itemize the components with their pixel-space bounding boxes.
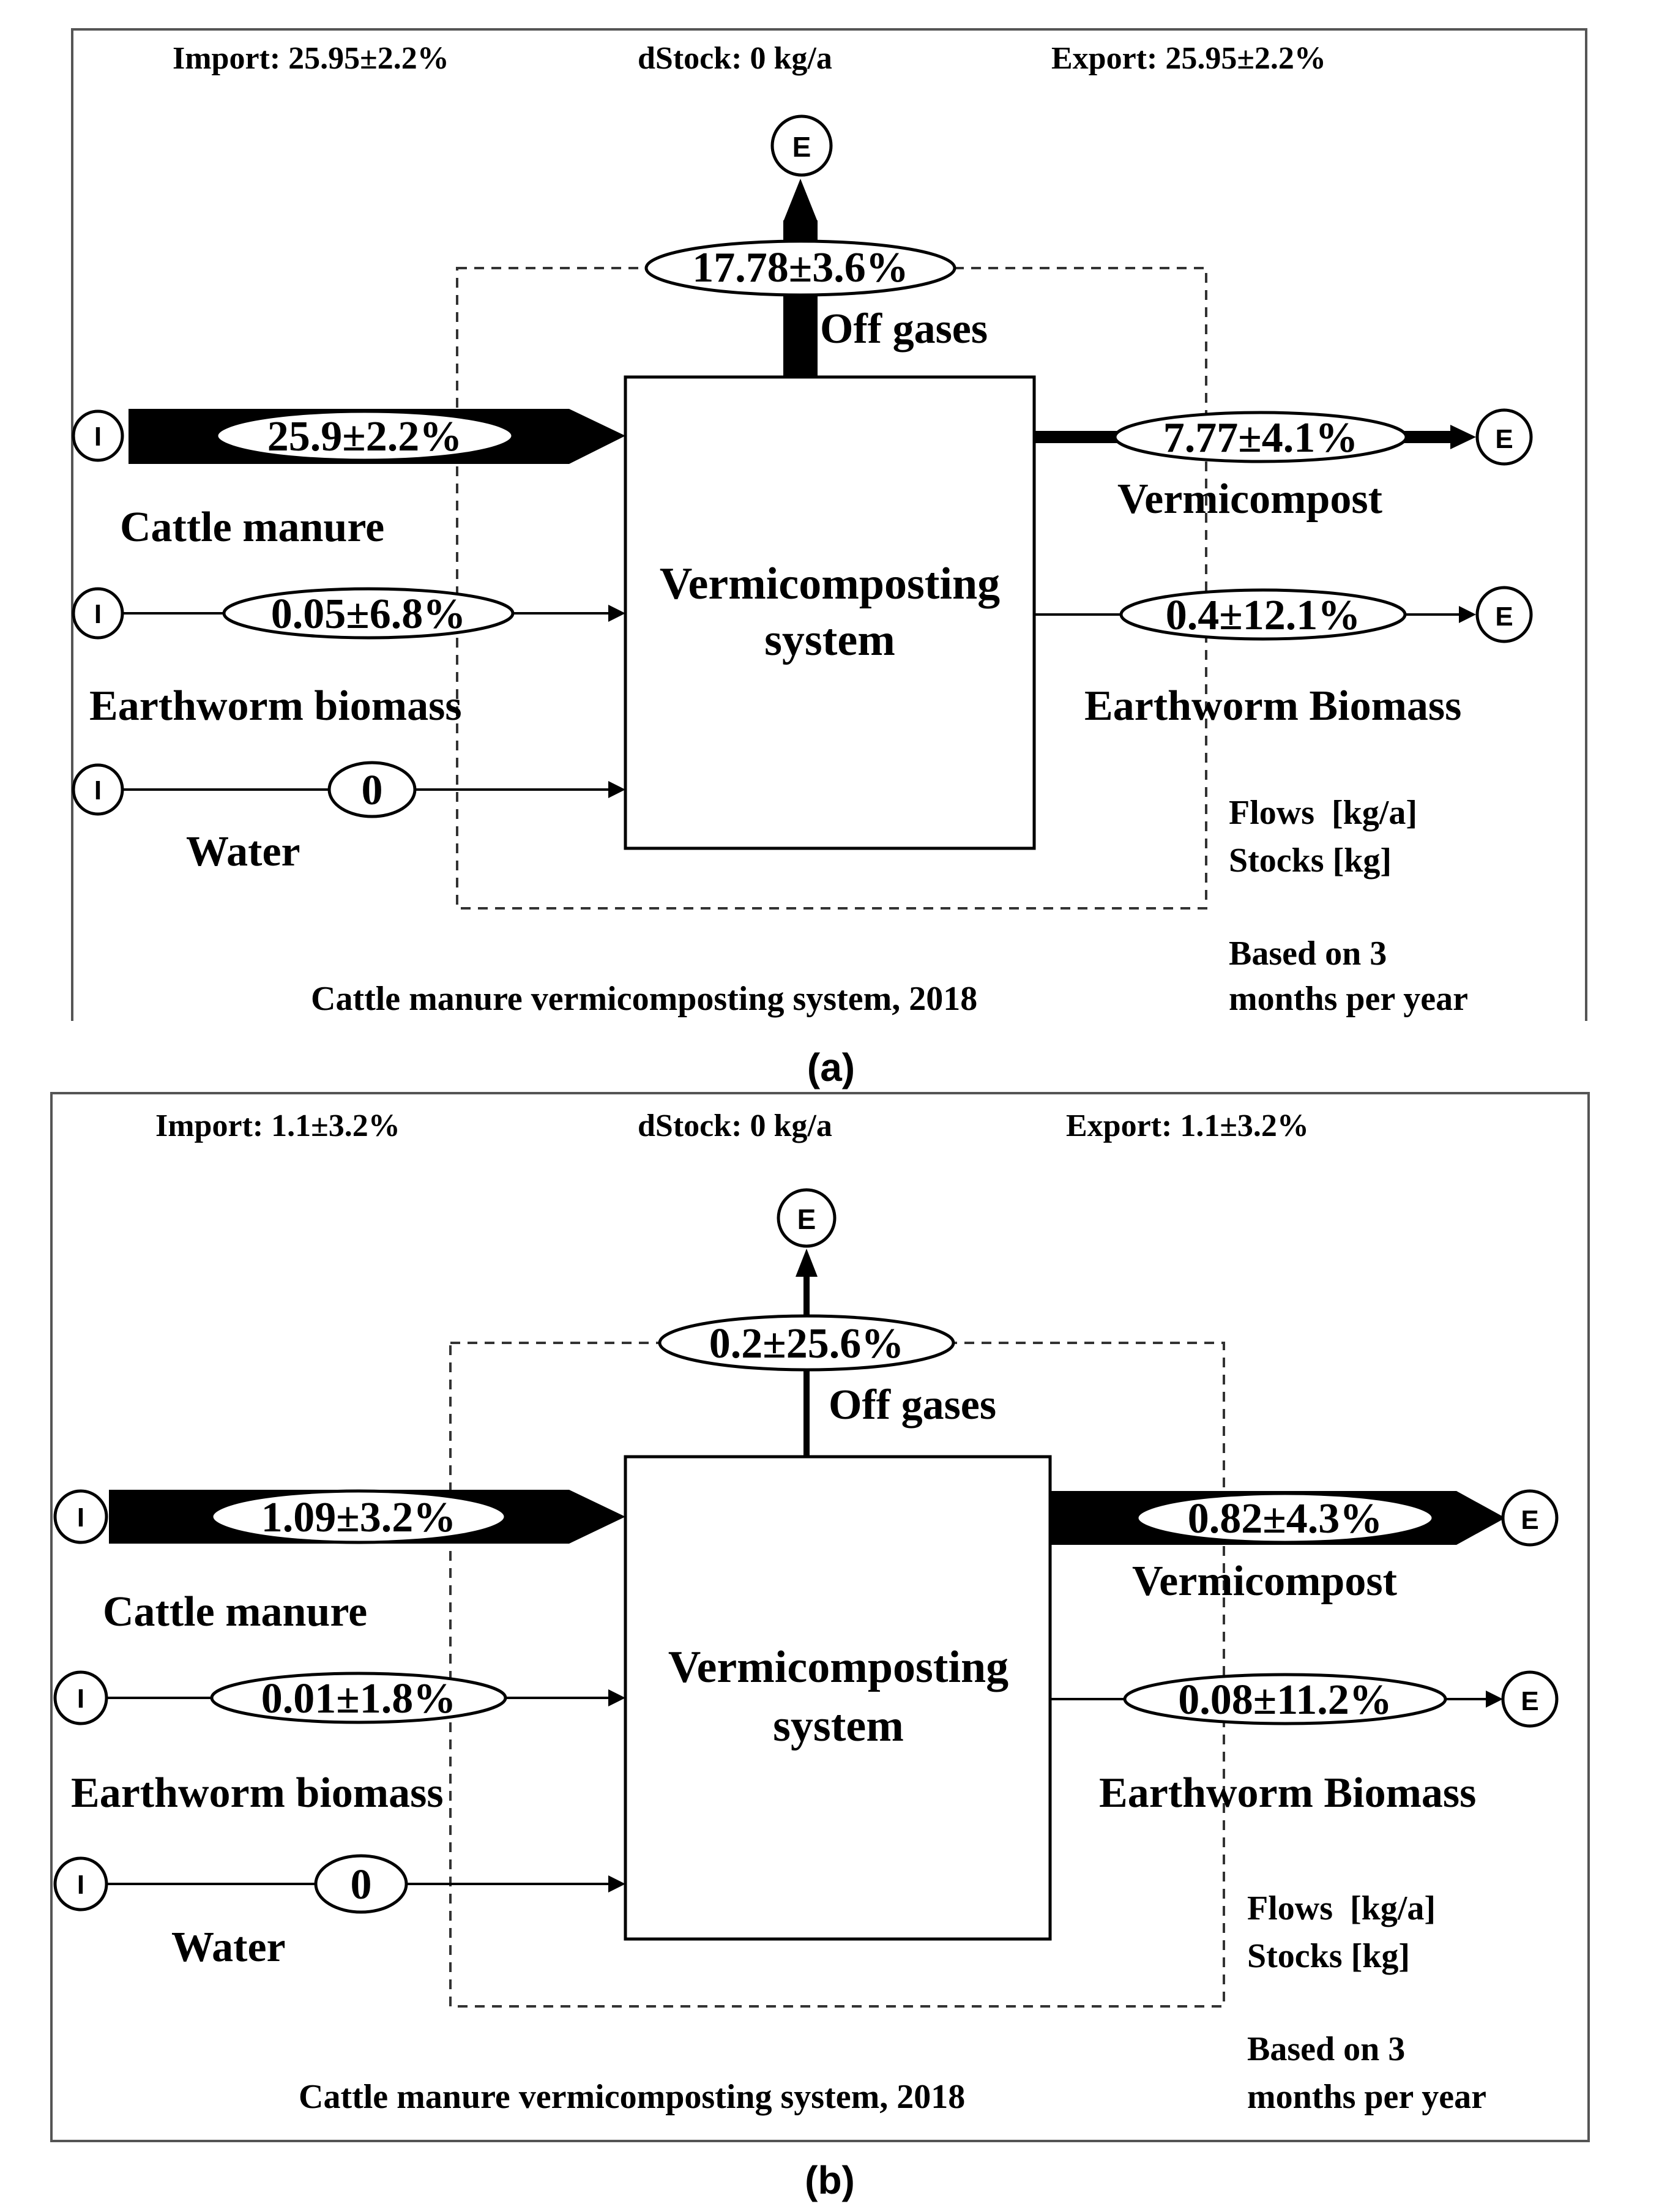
earthworm-input-value: 0.05±6.8% (271, 591, 466, 638)
panel-a: Import: 25.95±2.2% dStock: 0 kg/a Export… (71, 28, 1587, 1089)
export-marker (1501, 1670, 1559, 1728)
panel-caption: (b) (805, 2158, 855, 2202)
earthworm-input-arrowhead (608, 605, 625, 622)
off-gases-value-ellipse (658, 1314, 955, 1372)
off-gases-label: Off gases (820, 305, 988, 353)
system-boundary (456, 267, 1207, 910)
earthworm-input-value: 0.01±1.8% (261, 1675, 456, 1722)
export-marker (1501, 1489, 1559, 1547)
water-input-value-ellipse (327, 761, 417, 818)
process-label: Vermicomposting (660, 559, 1000, 609)
export-marker-label: E (797, 1203, 816, 1235)
export-marker-label: E (792, 131, 811, 163)
process-label-2: system (773, 1701, 904, 1751)
process-label: Vermicomposting (668, 1642, 1008, 1692)
units-flows: Flows [kg/a] (1229, 794, 1417, 832)
process-box (624, 375, 1036, 850)
process-box (624, 1455, 1052, 1941)
off-gases-label: Off gases (829, 1381, 996, 1429)
water-input-label: Water (171, 1924, 286, 1971)
vermicompost-value: 0.82±4.3% (1188, 1495, 1382, 1542)
water-input-arrowhead (608, 1875, 625, 1893)
cattle-manure-value-ellipse (215, 409, 515, 462)
dstock-total: dStock: 0 kg/a (638, 41, 832, 76)
export-total: Export: 1.1±3.2% (1066, 1108, 1309, 1143)
dstock-total: dStock: 0 kg/a (638, 1108, 832, 1143)
import-total: Import: 25.95±2.2% (173, 41, 449, 76)
earthworm-output-arrowhead (1459, 606, 1476, 623)
period-note: Based on 3 (1247, 2030, 1405, 2068)
period-note: Based on 3 (1229, 935, 1387, 973)
earthworm-output-value-ellipse (1123, 1673, 1447, 1725)
import-marker-label: I (94, 775, 102, 805)
earthworm-output-arrowhead (1486, 1691, 1503, 1708)
panel-b: Import: 1.1±3.2% dStock: 0 kg/a Export: … (50, 1092, 1590, 2202)
earthworm-output-value-ellipse (1119, 588, 1407, 641)
export-marker (1475, 586, 1533, 643)
off-gases-arrowhead (796, 1249, 818, 1277)
export-marker-label: E (1521, 1686, 1538, 1716)
units-stocks: Stocks [kg] (1229, 842, 1392, 880)
panel-frame (50, 1092, 1590, 2142)
import-marker (72, 409, 124, 462)
system-title: Cattle manure vermicomposting system, 20… (299, 2078, 965, 2116)
earthworm-output-label: Earthworm Biomass (1099, 1769, 1476, 1817)
earthworm-input-arrowhead (608, 1689, 625, 1706)
water-input-arrowhead (608, 781, 625, 798)
cattle-manure-label: Cattle manure (120, 504, 384, 551)
import-marker-label: I (77, 1870, 84, 1900)
earthworm-output-value: 0.08±11.2% (1178, 1676, 1392, 1724)
panel-frame (71, 28, 1587, 1021)
export-total: Export: 25.95±2.2% (1051, 41, 1326, 76)
vermicompost-value-ellipse (1113, 411, 1408, 463)
earthworm-input-value-ellipse (222, 587, 515, 640)
water-input-value-ellipse (314, 1854, 408, 1914)
earthworm-output-value: 0.4±12.1% (1166, 592, 1360, 639)
period-note-2: months per year (1247, 2078, 1486, 2116)
earthworm-input-value-ellipse (210, 1672, 507, 1724)
period-note-2: months per year (1229, 980, 1468, 1018)
import-marker-label: I (77, 1503, 84, 1533)
units-stocks: Stocks [kg] (1247, 1937, 1410, 1975)
import-total: Import: 1.1±3.2% (155, 1108, 400, 1143)
export-marker (770, 114, 833, 177)
cattle-manure-value: 25.9±2.2% (267, 413, 462, 460)
export-marker-label: E (1495, 602, 1513, 632)
units-flows: Flows [kg/a] (1247, 1889, 1436, 1927)
import-marker-label: I (94, 422, 102, 452)
vermicompost-arrowhead (1450, 425, 1476, 449)
export-marker (777, 1188, 837, 1248)
off-gases-value: 0.2±25.6% (709, 1320, 904, 1367)
off-gases-value: 17.78±3.6% (692, 244, 908, 291)
earthworm-input-label: Earthworm biomass (89, 682, 462, 730)
vermicompost-value-ellipse (1135, 1492, 1435, 1544)
panel-caption: (a) (807, 1045, 855, 1089)
earthworm-input-label: Earthworm biomass (71, 1769, 444, 1817)
vermicompost-label: Vermicompost (1117, 476, 1382, 523)
import-marker (53, 1489, 108, 1544)
export-marker (1475, 408, 1533, 466)
process-label-2: system (764, 615, 895, 665)
earthworm-output-label: Earthworm Biomass (1084, 682, 1461, 730)
cattle-manure-label: Cattle manure (103, 1588, 367, 1635)
water-input-value: 0 (351, 1861, 372, 1908)
cattle-manure-value: 1.09±3.2% (261, 1494, 456, 1541)
system-title: Cattle manure vermicomposting system, 20… (311, 980, 977, 1018)
cattle-manure-value-ellipse (210, 1489, 507, 1544)
off-gases-value-ellipse (644, 239, 956, 297)
export-marker-label: E (1495, 424, 1513, 454)
water-input-value: 0 (362, 767, 383, 814)
vermicompost-value: 7.77±4.1% (1163, 414, 1358, 461)
off-gases-arrowhead (783, 179, 818, 222)
vermicompost-label: Vermicompost (1132, 1558, 1397, 1605)
export-marker-label: E (1521, 1505, 1538, 1535)
water-input-label: Water (186, 828, 300, 875)
import-marker-label: I (77, 1684, 84, 1714)
import-marker-label: I (94, 599, 102, 629)
